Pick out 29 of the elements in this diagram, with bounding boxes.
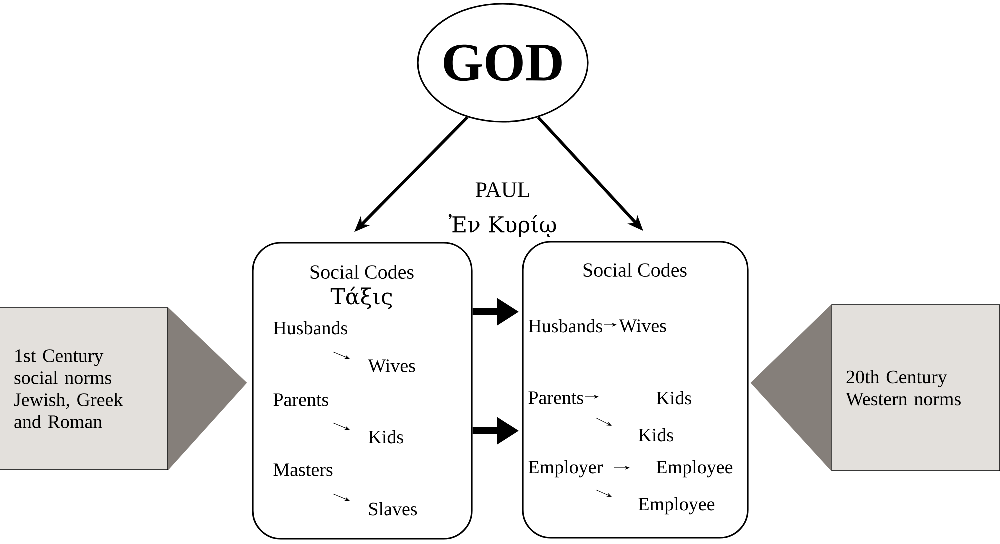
node-text: Slaves [369, 502, 418, 516]
node-text: Kids [638, 428, 674, 442]
chevron-arrow [750, 304, 832, 472]
node-text: Kids [656, 391, 692, 405]
note-box [832, 304, 1000, 472]
node-text: Social Codes [584, 262, 687, 278]
label: Ἐν Κυρίῳ [448, 214, 556, 238]
node-text: Kids [368, 430, 404, 444]
node-text: Social Codes [310, 264, 414, 280]
oval [417, 3, 589, 123]
chevron-arrow [168, 308, 248, 470]
node-text: Τάξις [330, 286, 392, 310]
node-text: Employer [528, 460, 603, 478]
node-text: Husbands [274, 321, 348, 335]
label: PAUL [476, 182, 530, 198]
node-text: Parents [274, 394, 328, 406]
node-text: Parents [528, 392, 584, 404]
rounded-box [252, 242, 473, 540]
node-text: Employee [638, 497, 715, 515]
note-box [0, 308, 168, 470]
rounded-box [522, 241, 749, 539]
node-text: Husbands [528, 319, 602, 333]
node-text: Wives [619, 320, 666, 332]
node-text: 1st Century social norms Jewish, Greek and Roman [14, 350, 124, 428]
node-text: Wives [368, 360, 416, 372]
node-text: Employee [656, 460, 733, 478]
node-text: Masters [274, 464, 333, 476]
node-text: GOD [444, 44, 562, 82]
node-text: 20th Century Western norms [846, 370, 961, 406]
